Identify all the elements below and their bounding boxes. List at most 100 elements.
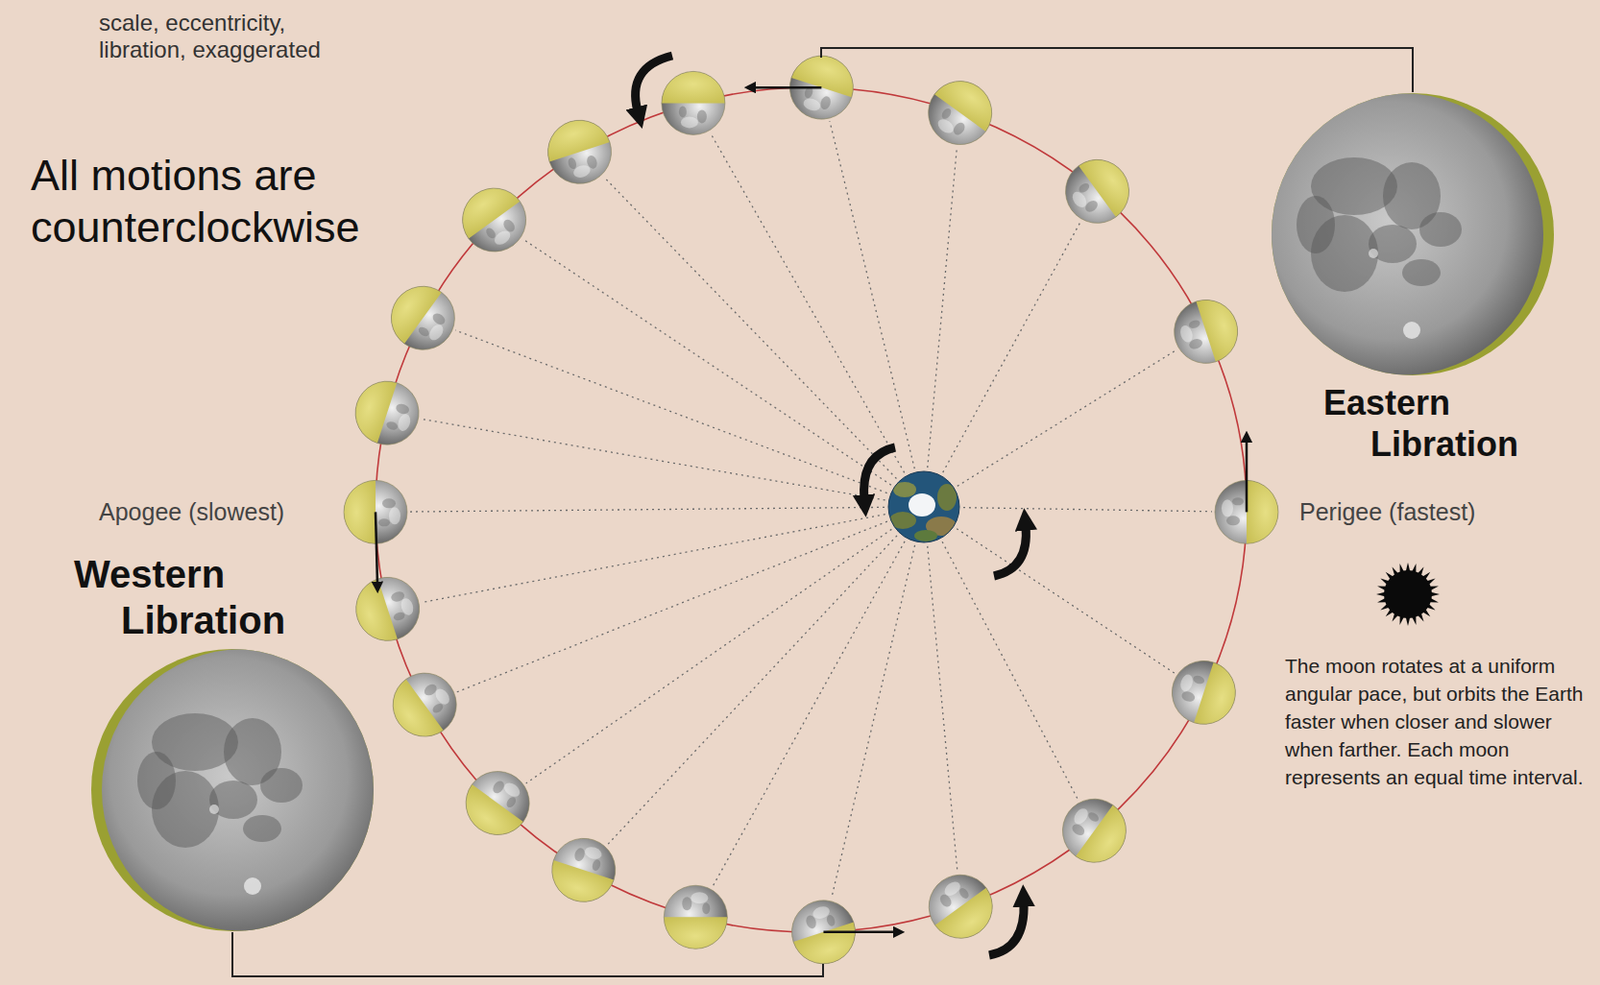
moon-highland bbox=[935, 116, 957, 136]
sight-line bbox=[523, 239, 892, 485]
sun-ray bbox=[1392, 613, 1399, 623]
sight-line bbox=[455, 330, 888, 494]
moon-highland bbox=[582, 845, 604, 862]
moon bbox=[1052, 146, 1141, 236]
moon-mare bbox=[678, 105, 687, 118]
moon-highland bbox=[942, 879, 964, 899]
moon bbox=[661, 71, 726, 135]
sun-ray bbox=[1422, 572, 1431, 581]
moon-far-side bbox=[661, 71, 726, 103]
moon-far-side bbox=[663, 917, 728, 949]
rotation-arrow bbox=[635, 55, 673, 112]
sun-ray bbox=[1406, 562, 1410, 572]
moon-near-side bbox=[916, 68, 1005, 157]
moon-near-side bbox=[661, 71, 726, 135]
moon-near-side bbox=[1165, 291, 1246, 372]
orbit-point-label: Perigee (fastest) bbox=[1299, 497, 1530, 527]
moon-face bbox=[1260, 93, 1544, 376]
earth-ice bbox=[908, 493, 936, 517]
sight-line bbox=[927, 546, 958, 873]
moon-outline bbox=[1049, 786, 1139, 875]
motion-arrow bbox=[823, 931, 897, 935]
moon bbox=[543, 830, 624, 911]
moon-near-side bbox=[543, 830, 624, 911]
sight-line bbox=[963, 508, 1213, 512]
moon bbox=[1049, 786, 1139, 875]
sight-line bbox=[410, 507, 885, 512]
moon-highland bbox=[801, 96, 823, 113]
moon-near-side bbox=[1163, 653, 1244, 733]
sun-ray bbox=[1411, 563, 1416, 573]
sight-line bbox=[606, 535, 897, 846]
moon-far-side bbox=[378, 273, 441, 344]
sight-line bbox=[942, 541, 1079, 800]
moon-highland bbox=[501, 780, 523, 800]
moon-far-side bbox=[450, 175, 521, 239]
motion-arrow bbox=[375, 511, 378, 585]
moon-mare bbox=[382, 498, 396, 509]
moon-near-side bbox=[378, 273, 467, 363]
moon-far-side bbox=[343, 480, 376, 544]
moon-mare bbox=[1402, 259, 1441, 287]
moon-far-side bbox=[934, 68, 1005, 131]
libration-label: Western Libration bbox=[73, 551, 352, 644]
sun-ray bbox=[1376, 592, 1385, 597]
moon-near-side bbox=[1049, 786, 1139, 875]
moon-crater bbox=[209, 804, 219, 815]
moon-far-side bbox=[380, 678, 443, 750]
moon-highland bbox=[395, 412, 413, 434]
moon-near-side bbox=[539, 112, 620, 193]
moon-mare bbox=[1232, 497, 1244, 506]
moon-far-side bbox=[1193, 662, 1244, 733]
moon-highland bbox=[690, 892, 708, 904]
sun-ray bbox=[1417, 613, 1424, 623]
sun-ray bbox=[1380, 604, 1389, 610]
sun-ray bbox=[1400, 563, 1405, 573]
moon-highland bbox=[1070, 805, 1091, 827]
moon-mare bbox=[819, 95, 833, 111]
rotation-arrow bbox=[989, 902, 1024, 956]
moon-outline bbox=[1163, 653, 1244, 733]
moon-mare bbox=[490, 778, 507, 796]
libration-face bbox=[1260, 93, 1544, 376]
sun-ray bbox=[1385, 572, 1394, 581]
sun-ray bbox=[1380, 579, 1389, 585]
earth-land-mass bbox=[889, 511, 917, 530]
moon-highland bbox=[426, 321, 446, 343]
sun-ray bbox=[1430, 598, 1439, 603]
moon-outline bbox=[661, 71, 726, 135]
moon-outline bbox=[346, 373, 427, 454]
moon-far-side bbox=[347, 579, 398, 650]
moon-mare bbox=[1187, 318, 1202, 330]
moon bbox=[1165, 291, 1246, 372]
moon-mare bbox=[566, 156, 578, 170]
earth-ocean bbox=[888, 471, 960, 543]
moon-near-side bbox=[663, 885, 728, 949]
explanation-text: The moon rotates at a uniform angular pa… bbox=[1284, 653, 1589, 793]
bracket-line bbox=[821, 48, 1413, 93]
moon-mare bbox=[378, 518, 390, 527]
moon-highland bbox=[811, 904, 832, 922]
moon-mare bbox=[392, 610, 407, 622]
sun-ray bbox=[1430, 586, 1439, 591]
sight-line bbox=[710, 133, 905, 474]
sun-ray bbox=[1392, 566, 1399, 576]
orbit-point-label: Apogee (slowest) bbox=[98, 497, 330, 527]
earth-outline bbox=[888, 471, 960, 543]
moon-far-side bbox=[453, 784, 524, 848]
moon-outline bbox=[543, 830, 624, 911]
bracket-line bbox=[232, 932, 824, 977]
moon-near-side bbox=[450, 175, 539, 265]
moon-outline bbox=[1052, 146, 1141, 236]
moon bbox=[453, 758, 542, 848]
moon-highland bbox=[1178, 323, 1195, 344]
moon-mare bbox=[505, 795, 519, 809]
moon-far-side bbox=[1075, 805, 1139, 876]
moon-far-side bbox=[543, 860, 614, 911]
moon bbox=[663, 885, 728, 949]
moon-outline bbox=[347, 569, 428, 650]
moon-far-side bbox=[1078, 146, 1141, 218]
moon-outline bbox=[663, 885, 728, 949]
moon-near-side bbox=[380, 660, 469, 750]
